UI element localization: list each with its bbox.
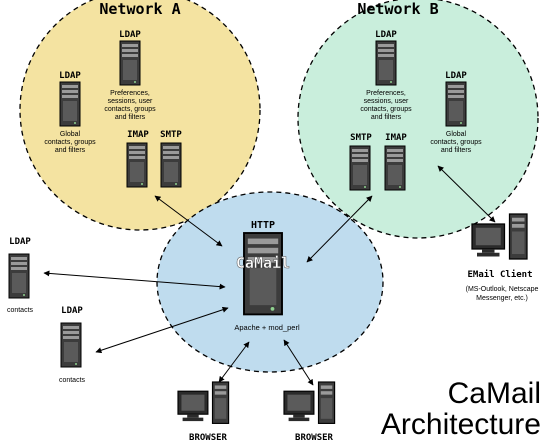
server-caption: Apache + mod_perl bbox=[234, 323, 300, 332]
ldap-desc-line: Global bbox=[446, 131, 467, 138]
connections bbox=[43, 165, 496, 386]
ldap-desc-line: and filters bbox=[441, 147, 472, 154]
network-a-circle bbox=[19, 0, 261, 231]
imap-label: IMAP bbox=[127, 130, 149, 140]
arrow-email-client bbox=[437, 165, 496, 223]
ldap-caption: contacts bbox=[7, 307, 34, 314]
network-a-ldap-prefs: LDAP Preferences, sessions, user contact… bbox=[104, 30, 156, 121]
server-icon bbox=[160, 142, 182, 188]
diagram-title-line-1: CaMail bbox=[448, 377, 541, 410]
arrow-browser-1 bbox=[218, 341, 250, 383]
ldap-label: LDAP bbox=[59, 71, 81, 81]
email-client: EMail Client (MS-Outlook, Netscape Messe… bbox=[466, 213, 539, 302]
http-label: HTTP bbox=[251, 220, 275, 231]
workstation-icon bbox=[177, 381, 230, 424]
server-icon bbox=[126, 142, 148, 188]
server-icon bbox=[384, 145, 406, 191]
arrow-network-b bbox=[306, 195, 373, 263]
smtp-label: SMTP bbox=[160, 130, 182, 140]
ldap-desc-line: contacts, groups bbox=[104, 106, 156, 113]
ldap-desc-line: and filters bbox=[55, 147, 86, 154]
browser-client-2: BROWSER bbox=[283, 381, 336, 442]
ldap-label: LDAP bbox=[61, 306, 83, 316]
email-client-desc: Messenger, etc.) bbox=[476, 295, 528, 302]
ldap-label: LDAP bbox=[9, 237, 31, 247]
network-a-smtp: SMTP bbox=[160, 130, 182, 188]
network-a-ldap-global: LDAP Global contacts, groups and filters bbox=[44, 71, 96, 154]
browser-label: BROWSER bbox=[189, 433, 228, 442]
browser-label: BROWSER bbox=[295, 433, 334, 442]
arrow-left-ldap-2 bbox=[95, 306, 229, 354]
ldap-caption: contacts bbox=[59, 377, 86, 384]
network-b-ldap-global: LDAP Global contacts, groups and filters bbox=[430, 71, 482, 154]
network-b-imap: IMAP bbox=[384, 133, 407, 191]
camail-server: HTTP CaMail Apache + mod_perl bbox=[234, 220, 300, 332]
ldap-desc-line: Preferences, bbox=[110, 90, 150, 97]
server-icon bbox=[8, 253, 30, 299]
server-icon bbox=[59, 81, 81, 127]
server-icon bbox=[445, 81, 467, 127]
ldap-desc-line: and filters bbox=[371, 114, 402, 121]
server-icon bbox=[60, 322, 82, 368]
ldap-desc-line: contacts, groups bbox=[44, 139, 96, 146]
ldap-desc-line: Preferences, bbox=[366, 90, 406, 97]
ldap-desc-line: sessions, user bbox=[108, 98, 153, 105]
network-b-title: Network B bbox=[357, 0, 438, 18]
ldap-label: LDAP bbox=[445, 71, 467, 81]
network-b-circle bbox=[297, 0, 539, 239]
email-client-desc: (MS-Outlook, Netscape bbox=[466, 286, 539, 293]
network-b-ldap-prefs: LDAP Preferences, sessions, user contact… bbox=[360, 30, 412, 121]
arrow-network-a bbox=[154, 195, 223, 247]
ldap-desc-line: Global bbox=[60, 131, 81, 138]
left-ldap-server-2: LDAP contacts bbox=[59, 306, 86, 384]
diagram-title-line-2: Architecture bbox=[381, 408, 541, 441]
server-icon bbox=[119, 40, 141, 86]
camail-label: CaMail bbox=[236, 254, 290, 272]
arrow-left-ldap-1 bbox=[43, 270, 226, 290]
email-client-label: EMail Client bbox=[467, 269, 532, 280]
workstation-icon bbox=[471, 213, 528, 260]
ldap-label: LDAP bbox=[375, 30, 397, 40]
ldap-label: LDAP bbox=[119, 30, 141, 40]
server-icon bbox=[243, 232, 283, 316]
server-icon bbox=[349, 145, 371, 191]
network-a-title: Network A bbox=[99, 0, 180, 18]
browser-client-1: BROWSER bbox=[177, 381, 230, 442]
ldap-desc-line: contacts, groups bbox=[360, 106, 412, 113]
network-b-smtp: SMTP bbox=[349, 133, 372, 191]
network-a-imap: IMAP bbox=[126, 130, 149, 188]
imap-label: IMAP bbox=[385, 133, 407, 143]
workstation-icon bbox=[283, 381, 336, 424]
ldap-desc-line: sessions, user bbox=[364, 98, 409, 105]
server-icon bbox=[375, 40, 397, 86]
arrow-browser-2 bbox=[283, 339, 314, 386]
ldap-desc-line: and filters bbox=[115, 114, 146, 121]
ldap-desc-line: contacts, groups bbox=[430, 139, 482, 146]
left-ldap-server-1: LDAP contacts bbox=[7, 237, 34, 314]
smtp-label: SMTP bbox=[350, 133, 372, 143]
